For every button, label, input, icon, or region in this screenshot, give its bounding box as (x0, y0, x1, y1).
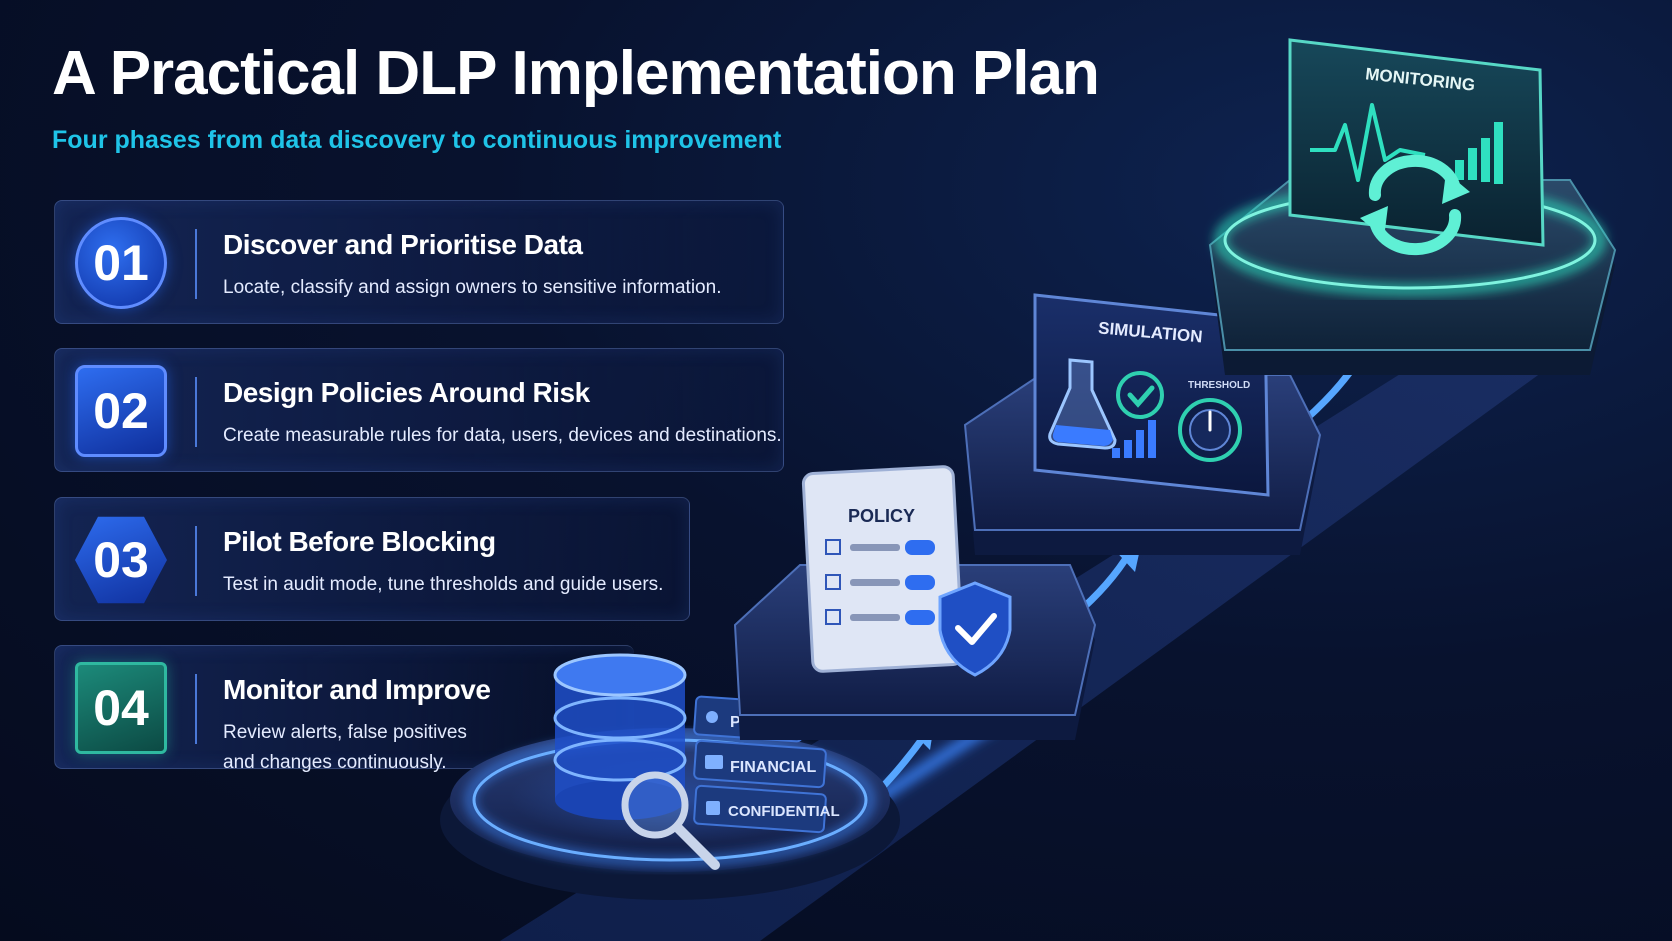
simulation-label: SIMULATION (1097, 318, 1203, 346)
arrow-icon (1071, 540, 1142, 619)
step-description: Test in audit mode, tune thresholds and … (223, 574, 664, 595)
step-divider (195, 377, 197, 447)
step-description: Review alerts, false positives and chang… (223, 722, 467, 773)
monitoring-platform (1208, 179, 1617, 375)
step-title: Pilot Before Blocking (223, 526, 496, 557)
step-description: Locate, classify and assign owners to se… (223, 277, 722, 298)
tag-label: FINANCIAL (730, 759, 816, 776)
step-number-badge: 03 (75, 516, 167, 604)
step-number-badge: 01 (75, 217, 167, 309)
lock-icon (706, 801, 720, 815)
simulation-screen: SIMULATION THRESHOLD (1033, 293, 1270, 497)
tag-pii: PII (693, 695, 805, 743)
step-title: Monitor and Improve (223, 674, 491, 705)
checklist-row (825, 574, 935, 590)
magnifier-icon (621, 771, 720, 870)
checklist-row (825, 539, 935, 555)
tag-label: PII (730, 714, 750, 731)
step-title: Design Policies Around Risk (223, 377, 590, 408)
checklist-row (825, 609, 935, 625)
toggle-icon (905, 610, 935, 625)
bar-chart-icon (1112, 420, 1156, 458)
refresh-cycle-icon (1360, 154, 1470, 256)
step-description: Create measurable rules for data, users,… (223, 425, 782, 446)
monitoring-label: MONITORING (1364, 64, 1476, 94)
gauge-dial-icon (1178, 398, 1242, 462)
step-number-badge: 02 (75, 365, 167, 457)
bar-chart-icon (1455, 122, 1503, 184)
policy-document: POLICY (801, 465, 965, 673)
page-title: A Practical DLP Implementation Plan (52, 39, 1100, 108)
step-divider (195, 526, 197, 596)
policy-platform (733, 564, 1097, 740)
simulation-platform (963, 374, 1322, 555)
card-icon (705, 755, 723, 769)
step-divider (195, 674, 197, 744)
step-card-01: 01 Discover and Prioritise Data Locate, … (54, 200, 784, 324)
step-divider (195, 229, 197, 299)
flask-icon (1048, 358, 1117, 450)
tag-label: CONFIDENTIAL (728, 803, 840, 820)
step-card-03: 03 Pilot Before Blocking Test in audit m… (54, 497, 690, 621)
tag-financial: FINANCIAL (693, 739, 827, 789)
tag-confidential: CONFIDENTIAL (693, 784, 840, 834)
toggle-icon (905, 575, 935, 590)
step-card-02: 02 Design Policies Around Risk Create me… (54, 348, 784, 472)
arrow-icon (1301, 328, 1382, 424)
step-title: Discover and Prioritise Data (223, 229, 583, 260)
pulse-line-icon (1310, 103, 1426, 182)
monitoring-screen: MONITORING (1288, 38, 1545, 256)
policy-label: POLICY (848, 506, 915, 526)
step-card-04: 04 Monitor and Improve Review alerts, fa… (54, 645, 634, 773)
check-circle-icon (1116, 371, 1164, 419)
shield-check-icon (938, 581, 1012, 677)
toggle-icon (905, 540, 935, 555)
step-number-badge: 04 (75, 662, 167, 754)
threshold-label: THRESHOLD (1188, 380, 1250, 391)
user-icon (706, 711, 718, 723)
page-subtitle: Four phases from data discovery to conti… (52, 126, 782, 154)
arrow-icon (866, 718, 935, 804)
